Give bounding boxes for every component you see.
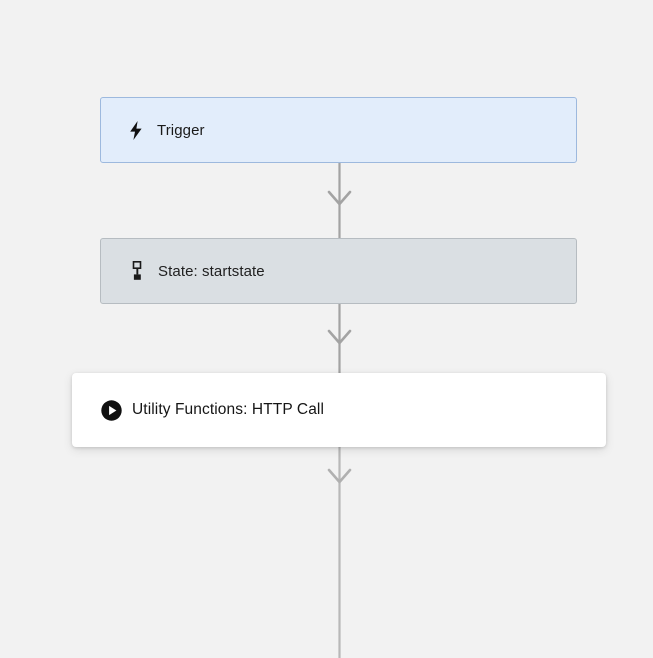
workflow-node-http-call-label: Utility Functions: HTTP Call [132, 401, 325, 418]
workflow-node-trigger-label: Trigger [157, 121, 205, 139]
connector-state-to-http [327, 304, 352, 373]
play-circle-icon [100, 399, 122, 421]
workflow-node-http-call[interactable]: Utility Functions: HTTP Call [72, 373, 606, 447]
connector-http-to-next [327, 447, 352, 658]
arrowhead-icon [327, 190, 352, 206]
arrowhead-icon [327, 329, 352, 345]
arrowhead-icon [327, 468, 352, 484]
connector-trigger-to-state [327, 163, 352, 238]
workflow-node-state-label: State: startstate [158, 262, 265, 280]
pin-icon [130, 261, 144, 281]
workflow-node-state[interactable]: State: startstate [100, 238, 577, 304]
lightning-bolt-icon [127, 120, 145, 140]
workflow-node-trigger[interactable]: Trigger [100, 97, 577, 163]
